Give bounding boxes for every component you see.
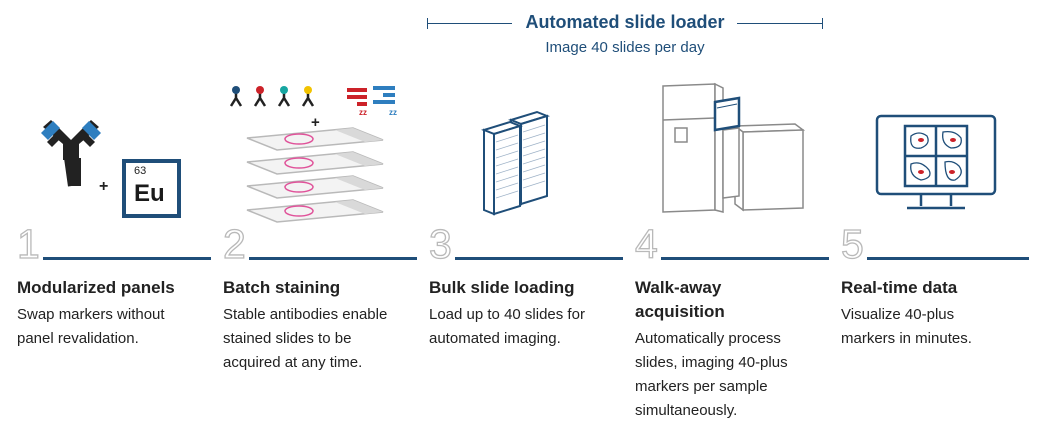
step-number: 2	[222, 221, 246, 267]
step-title: Modularized panels	[17, 278, 175, 297]
antibody-plus-europium-icon: + 63 Eu	[17, 70, 212, 225]
step-number: 5	[840, 221, 864, 267]
bracket-right-cap	[822, 18, 823, 29]
stacked-slides-icon: + zz zz	[223, 70, 418, 225]
step-rule	[455, 257, 623, 260]
step-title: Batch staining	[223, 278, 341, 297]
step-rule	[249, 257, 417, 260]
step-rule	[661, 257, 829, 260]
atomic-number: 63	[134, 165, 147, 177]
element-symbol: Eu	[134, 180, 165, 207]
step-2: + zz zz 2 Batch staining Stable antibodi…	[222, 0, 418, 441]
bracket-left-line	[427, 23, 512, 24]
step-description: Visualize 40-plus markers in minutes.	[841, 306, 972, 347]
step-number: 1	[16, 221, 40, 267]
step-description: Automatically process slides, imaging 40…	[635, 330, 788, 419]
slide-boxes-icon	[429, 70, 624, 225]
plus-sign: +	[99, 178, 109, 195]
step-number: 4	[634, 221, 658, 267]
step-rule	[43, 257, 211, 260]
monitor-icon	[841, 70, 1036, 225]
imaging-instrument-icon	[635, 70, 830, 225]
step-description: Swap markers without panel revalidation.	[17, 306, 165, 347]
plus-sign: +	[311, 114, 320, 131]
step-3: 3 Bulk slide loading Load up to 40 slide…	[428, 0, 624, 441]
banner-subtitle: Image 40 slides per day	[545, 39, 705, 56]
banner-title: Automated slide loader	[525, 12, 725, 32]
step-title: Walk-away acquisition	[635, 278, 725, 321]
step-4: 4 Walk-away acquisition Automatically pr…	[634, 0, 830, 441]
step-5: 5 Real-time data Visualize 40-plus marke…	[840, 0, 1036, 441]
automated-slide-loader-banner: Automated slide loader Image 40 slides p…	[0, 0, 1050, 70]
step-rule	[867, 257, 1029, 260]
step-1: + 63 Eu 1 Modularized panels Swap marker…	[16, 0, 212, 441]
zz-label-red: zz	[359, 108, 367, 117]
bracket-right-line	[737, 23, 822, 24]
step-number: 3	[428, 221, 452, 267]
step-description: Stable antibodies enable stained slides …	[223, 306, 388, 371]
step-title: Bulk slide loading	[429, 278, 575, 297]
step-description: Load up to 40 slides for automated imagi…	[429, 306, 585, 347]
step-title: Real-time data	[841, 278, 958, 297]
zz-label-blue: zz	[389, 108, 397, 117]
